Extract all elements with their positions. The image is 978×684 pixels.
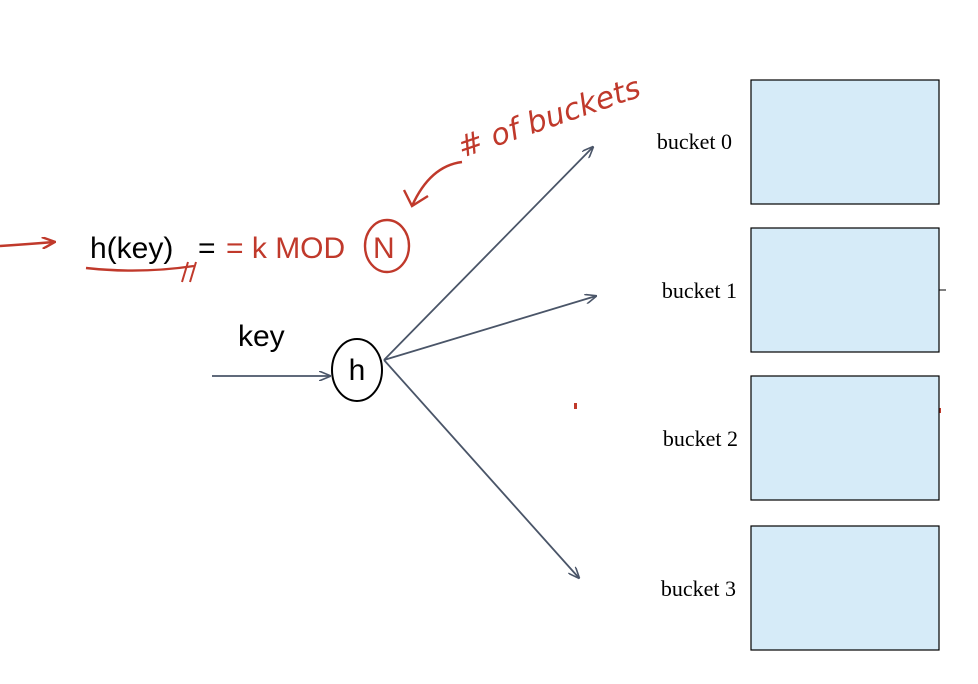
formula-underline: [85, 264, 195, 272]
arrow-to-bucket-0: [383, 147, 593, 361]
bucket-2-label: bucket 2: [663, 426, 738, 451]
formula-n: N: [373, 232, 395, 265]
bucket-3-label: bucket 3: [661, 576, 736, 601]
key-label: key: [238, 320, 285, 353]
bucket-0-label: bucket 0: [657, 129, 732, 154]
bucket-1-box: [750, 227, 940, 353]
annotation-arrow: [410, 160, 463, 207]
arrow-to-bucket-3: [383, 359, 579, 578]
hash-node-label: h: [349, 354, 366, 387]
bucket-0-box: [750, 79, 940, 205]
ink-speck: [574, 403, 577, 409]
underline-tick: [181, 261, 197, 283]
annotation-arrowhead: [402, 189, 429, 208]
formula-lhs: h(key): [90, 232, 173, 265]
formula-eq: =: [198, 232, 216, 265]
bucket-1-label: bucket 1: [662, 278, 737, 303]
arrow-to-bucket-1: [383, 296, 596, 361]
hash-node: [331, 338, 383, 402]
bucket-3-box: [750, 525, 940, 651]
pointer-arrow: [0, 242, 54, 246]
n-circle: [363, 218, 411, 274]
bucket-2-box: [750, 375, 940, 501]
formula-rhs: = k MOD: [226, 232, 345, 265]
annotation-text: # of buckets: [453, 70, 645, 165]
